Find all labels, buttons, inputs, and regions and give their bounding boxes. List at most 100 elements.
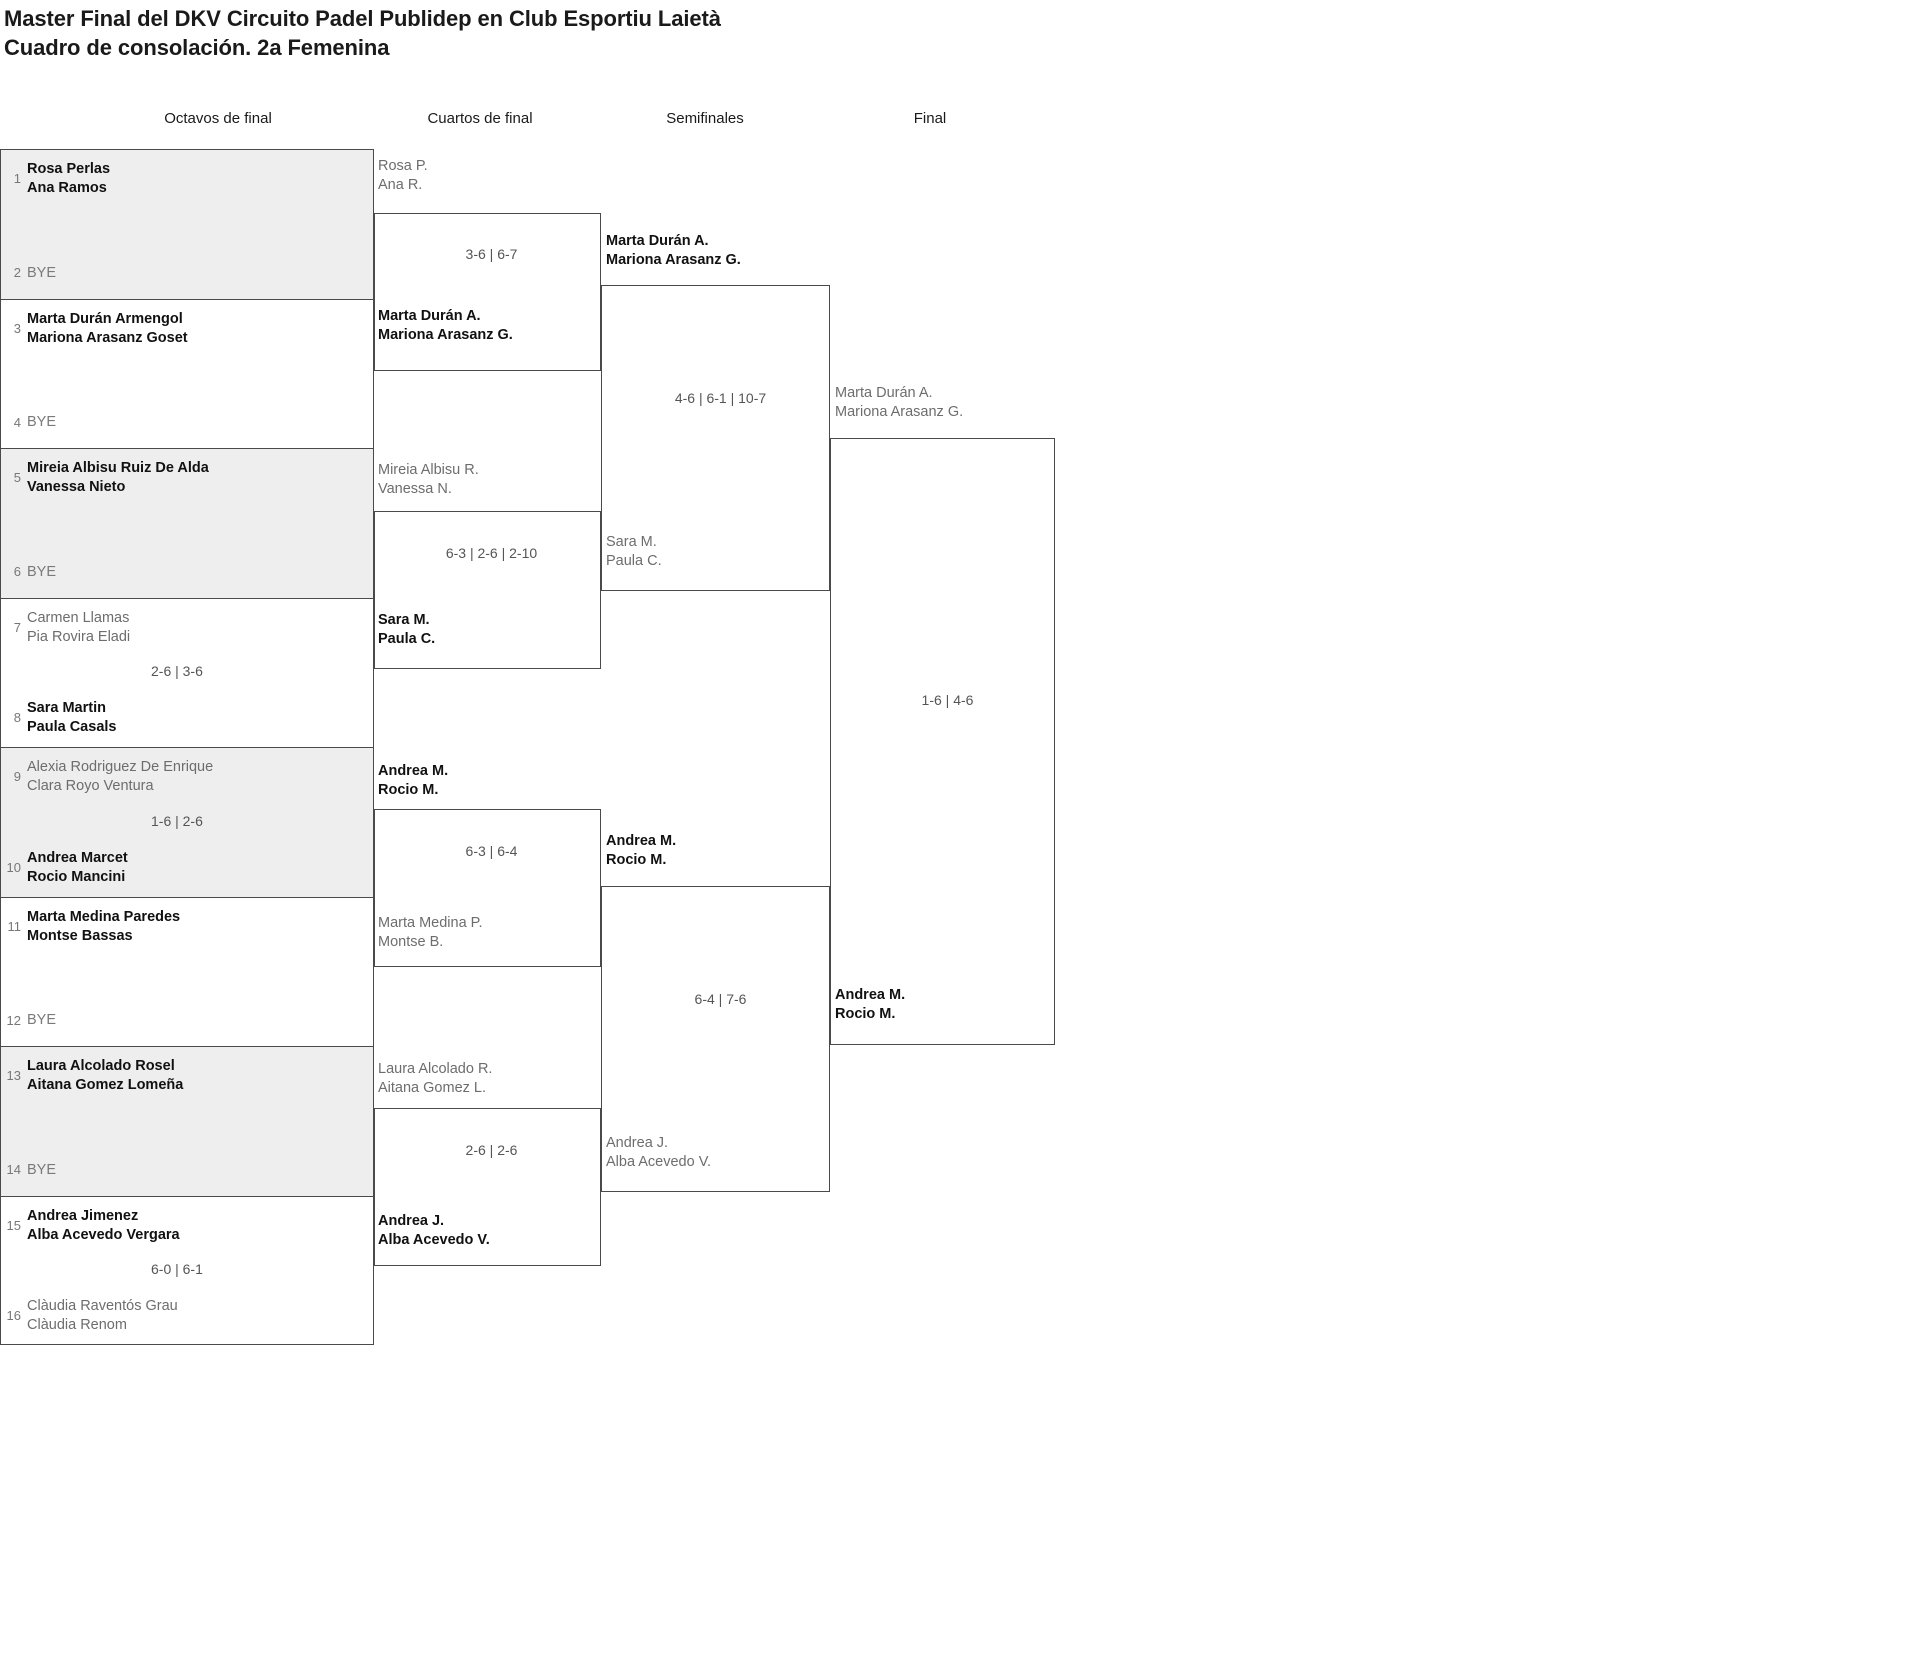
final-top-player-2: Mariona Arasanz G. <box>835 404 964 420</box>
r16-team-13-player-1: Laura Alcolado Rosel <box>27 1058 175 1074</box>
r16-slot-4[interactable]: 4 BYE <box>1 413 373 432</box>
qf-4-score: 2-6 | 2-6 <box>465 1142 518 1158</box>
final-bottom-player-1: Andrea M. <box>835 987 906 1003</box>
r16-team-2-player-1: BYE <box>27 264 57 281</box>
sf-1-connector-box <box>601 285 830 591</box>
r16-score-8: 6-0 | 6-1 <box>151 1261 203 1278</box>
qf-3-top-player-2: Rocio M. <box>378 782 439 798</box>
qf-4-top-player-1: Laura Alcolado R. <box>378 1061 493 1077</box>
r16-score-4: 2-6 | 3-6 <box>151 663 203 680</box>
final-bottom-team: Andrea M.Rocio M. <box>835 986 905 1024</box>
r16-team-2: BYE <box>27 264 56 283</box>
sf-2-bottom-player-2: Alba Acevedo V. <box>606 1154 712 1170</box>
seed-number: 4 <box>13 414 21 430</box>
r16-team-3-player-2: Mariona Arasanz Goset <box>27 329 188 346</box>
qf-2-bottom-player-2: Paula C. <box>378 631 436 647</box>
r16-team-4: BYE <box>27 413 56 432</box>
r16-score-5: 1-6 | 2-6 <box>151 812 203 829</box>
sf-2-top-player-2: Rocio M. <box>606 852 667 868</box>
qf-2-top-team: Mireia Albisu R.Vanessa N. <box>378 461 479 499</box>
r16-team-11-player-1: Marta Medina Paredes <box>27 908 181 925</box>
final-top-player-1: Marta Durán A. <box>835 385 933 401</box>
r16-team-15-player-2: Alba Acevedo Vergara <box>27 1226 180 1243</box>
seed-number: 2 <box>13 265 21 280</box>
sf-1-bottom-player-1: Sara M. <box>606 534 657 550</box>
qf-3-top-player-1: Andrea M. <box>378 763 449 779</box>
r16-team-14: BYE <box>27 1161 56 1180</box>
qf-1-bottom-team: Marta Durán A. Mariona Arasanz G. <box>378 307 513 345</box>
seed-number: 6 <box>13 564 21 579</box>
qf-1-top-player-2: Ana R. <box>378 177 423 193</box>
seed-number: 1 <box>13 171 21 186</box>
title-line-2: Cuadro de consolación. 2a Femenina <box>4 35 390 60</box>
title-line-1: Master Final del DKV Circuito Padel Publ… <box>4 6 721 31</box>
seed-number: 11 <box>7 918 22 934</box>
final-connector-box <box>830 438 1055 1045</box>
round-header-cuartos: Cuartos de final <box>427 110 533 127</box>
r16-team-16-player-1: Clàudia Raventós Grau <box>27 1298 178 1314</box>
round-header-octavos: Octavos de final <box>164 110 272 127</box>
sf-1-bottom-player-2: Paula C. <box>606 553 662 569</box>
sf-2-bottom-player-1: Andrea J. <box>606 1135 669 1151</box>
seed-number: 14 <box>6 1162 21 1177</box>
sf-1-bottom-team: Sara M. Paula C. <box>606 533 662 571</box>
qf-2-bottom-player-1: Sara M. <box>378 612 430 628</box>
qf-3-bottom-team: Marta Medina P.Montse B. <box>378 914 483 952</box>
qf-3-bottom-player-2: Montse B. <box>378 934 444 950</box>
r16-slot-14[interactable]: 14 BYE <box>1 1161 373 1180</box>
r16-team-5-player-2: Vanessa Nieto <box>27 479 126 495</box>
r16-team-11-player-2: Montse Bassas <box>27 927 133 944</box>
sf-2-score: 6-4 | 7-6 <box>694 991 747 1007</box>
seed-number: 3 <box>13 320 21 336</box>
r16-team-3-player-1: Marta Durán Armengol <box>27 310 183 327</box>
seed-number: 5 <box>13 470 21 485</box>
r16-team-9-player-2: Clara Royo Ventura <box>27 778 154 794</box>
sf-1-score: 4-6 | 6-1 | 10-7 <box>674 390 767 406</box>
qf-3-connector-box <box>374 809 601 967</box>
qf-1-connector-box <box>374 213 601 371</box>
qf-1-score: 3-6 | 6-7 <box>465 246 518 262</box>
final-score: 1-6 | 4-6 <box>921 692 974 708</box>
qf-1-bottom-player-2: Mariona Arasanz G. <box>378 327 513 343</box>
sf-2-top-team: Andrea M.Rocio M. <box>606 832 676 870</box>
qf-1-bottom-player-1: Marta Durán A. <box>378 308 481 324</box>
seed-number: 16 <box>6 1308 21 1323</box>
qf-4-top-team: Laura Alcolado R.Aitana Gomez L. <box>378 1060 492 1098</box>
sf-1-top-team: Marta Durán A.Mariona Arasanz G. <box>606 232 741 270</box>
round-header-final: Final <box>913 110 947 127</box>
seed-number: 15 <box>6 1217 21 1233</box>
r16-slot-2[interactable]: 2 BYE <box>1 264 373 283</box>
qf-2-connector-box <box>374 511 601 669</box>
r16-team-5-player-1: Mireia Albisu Ruiz De Alda <box>27 460 209 476</box>
seed-number: 9 <box>13 769 21 784</box>
qf-2-bottom-team: Sara M. Paula C. <box>378 611 435 649</box>
